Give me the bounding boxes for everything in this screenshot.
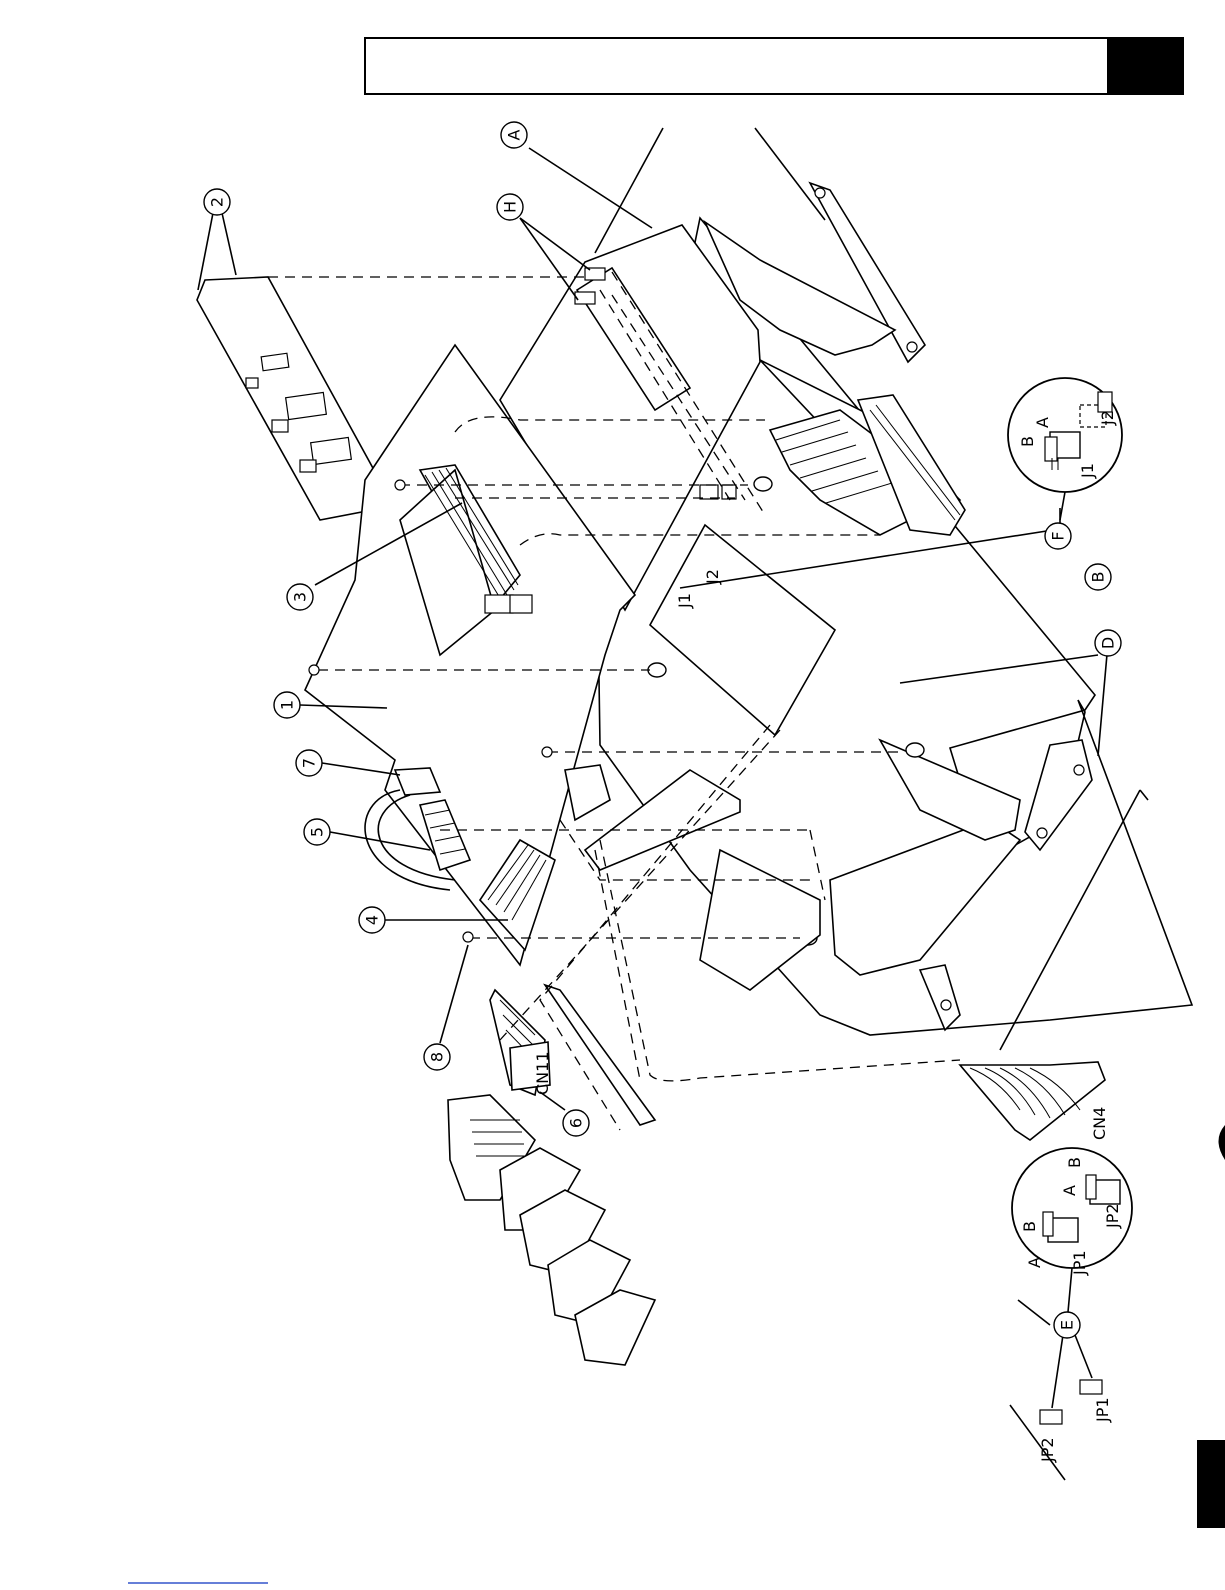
detail-e-label-a2: A bbox=[1060, 1185, 1079, 1196]
detail-e-label-b1: B bbox=[1020, 1221, 1039, 1232]
detail-f-label-j1: J1 bbox=[1078, 463, 1097, 479]
detail-f-jumper-view: B A J1 J2 bbox=[1008, 378, 1122, 520]
svg-text:6: 6 bbox=[567, 1118, 586, 1128]
svg-text:1: 1 bbox=[278, 700, 297, 710]
page-edge-tab bbox=[1197, 1440, 1225, 1528]
callout-8: 8 bbox=[424, 1044, 450, 1070]
detail-e-label-jp2: JP2 bbox=[1103, 1203, 1122, 1229]
svg-text:2: 2 bbox=[208, 197, 227, 207]
detail-e-jumper-view: A B A B JP1 JP2 bbox=[1012, 1148, 1132, 1312]
callout-1: 1 bbox=[274, 692, 300, 718]
callout-2: 2 bbox=[204, 189, 230, 215]
detail-f-label-a: A bbox=[1033, 417, 1052, 428]
callout-d: D bbox=[1095, 630, 1121, 656]
svg-text:D: D bbox=[1099, 637, 1118, 649]
label-jp2: JP2 bbox=[1038, 1437, 1057, 1463]
callout-h: H bbox=[497, 194, 523, 220]
callout-7: 7 bbox=[296, 750, 322, 776]
callout-e: E bbox=[1054, 1312, 1080, 1338]
label-j1: J1 bbox=[675, 593, 694, 609]
detail-e-label-a1: A bbox=[1025, 1257, 1044, 1268]
callout-f: F bbox=[1045, 523, 1071, 549]
svg-text:A: A bbox=[505, 129, 524, 140]
detail-e-label-b2: B bbox=[1065, 1157, 1084, 1168]
page-edge-mark bbox=[1219, 1125, 1225, 1160]
detail-e-label-jp1: JP1 bbox=[1070, 1250, 1089, 1276]
svg-text:F: F bbox=[1049, 531, 1068, 540]
label-cn4: CN4 bbox=[1090, 1107, 1109, 1140]
detail-f-label-j2: J2 bbox=[1098, 410, 1117, 426]
svg-text:4: 4 bbox=[363, 915, 382, 925]
callout-3: 3 bbox=[287, 584, 313, 610]
callout-6: 6 bbox=[563, 1110, 589, 1136]
callout-4: 4 bbox=[359, 907, 385, 933]
header-bar bbox=[365, 38, 1183, 94]
callout-a: A bbox=[501, 122, 527, 148]
svg-text:H: H bbox=[501, 201, 520, 213]
callout-5: 5 bbox=[304, 819, 330, 845]
svg-text:3: 3 bbox=[291, 592, 310, 602]
callout-b: B bbox=[1085, 564, 1111, 590]
svg-text:8: 8 bbox=[428, 1052, 447, 1062]
label-j2: J2 bbox=[703, 569, 722, 585]
section-tab bbox=[1107, 38, 1183, 94]
front-panel-ports bbox=[448, 985, 655, 1365]
svg-text:5: 5 bbox=[308, 827, 327, 837]
label-jp1: JP1 bbox=[1093, 1397, 1112, 1423]
label-cn11: CN11 bbox=[533, 1052, 552, 1096]
detail-f-label-b: B bbox=[1018, 436, 1037, 447]
svg-text:7: 7 bbox=[300, 758, 319, 768]
svg-text:B: B bbox=[1089, 572, 1108, 583]
expansion-card bbox=[197, 277, 385, 520]
svg-text:E: E bbox=[1058, 1320, 1077, 1330]
